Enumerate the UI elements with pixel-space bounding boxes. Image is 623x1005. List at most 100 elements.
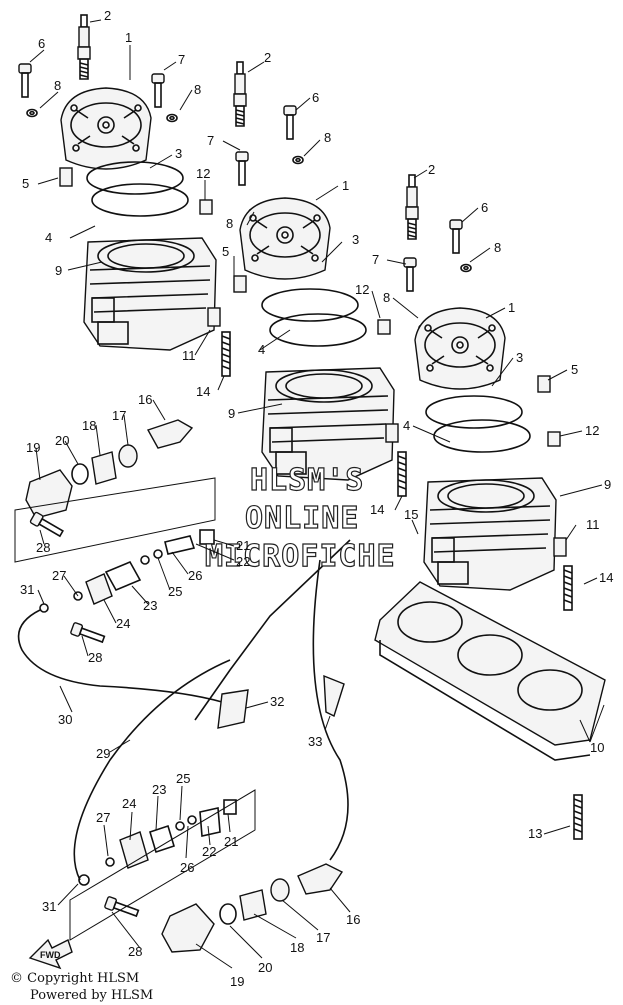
- callout-4: 4: [258, 342, 265, 357]
- callout-23: 23: [143, 598, 157, 613]
- clamp: [39, 603, 49, 613]
- group-outline: [69, 789, 256, 941]
- callout-5: 5: [22, 176, 29, 191]
- callout-9: 9: [604, 477, 611, 492]
- cylinder-head-group-2: [233, 61, 407, 497]
- callout-33: 33: [308, 734, 322, 749]
- callout-26: 26: [180, 860, 194, 875]
- callout-25: 25: [176, 771, 190, 786]
- hose-nipple: [297, 863, 344, 895]
- bolt: [69, 621, 107, 646]
- callout-27: 27: [52, 568, 66, 583]
- spacer: [219, 903, 237, 925]
- callout-27: 27: [96, 810, 110, 825]
- callout-7: 7: [372, 252, 379, 267]
- plug-cap: [199, 199, 213, 215]
- fwd-arrow-icon: FWD: [28, 938, 73, 970]
- head-bolt: [151, 73, 165, 108]
- o-ring: [73, 591, 83, 601]
- callout-13: 13: [528, 826, 542, 841]
- watermark-line1: HLSM'S: [250, 463, 364, 498]
- dowel-pin: [385, 423, 399, 443]
- stud-bolt: [397, 451, 407, 497]
- plug-cap: [547, 431, 561, 447]
- watermark: HLSM'S ONLINE MICROFICHE: [204, 462, 396, 574]
- callout-6: 6: [38, 36, 45, 51]
- head-bolt: [283, 105, 297, 140]
- callout-6: 6: [312, 90, 319, 105]
- dowel-pin: [207, 307, 221, 327]
- callout-26: 26: [188, 568, 202, 583]
- head-gasket: [86, 161, 184, 195]
- washer: [187, 815, 197, 825]
- washer: [166, 113, 178, 123]
- washer: [460, 263, 472, 273]
- callout-9: 9: [228, 406, 235, 421]
- head-bolt: [18, 63, 32, 98]
- callout-21: 21: [224, 834, 238, 849]
- callout-5: 5: [571, 362, 578, 377]
- collar: [118, 444, 138, 468]
- cable: [194, 539, 351, 721]
- watermark-line2: ONLINE: [245, 501, 359, 536]
- callout-9: 9: [55, 263, 62, 278]
- plug-cap: [377, 319, 391, 335]
- callout-12: 12: [585, 423, 599, 438]
- callout-5: 5: [222, 244, 229, 259]
- bracket: [217, 689, 249, 729]
- watermark-line3: MICROFICHE: [205, 539, 396, 574]
- cylinder-head: [239, 197, 331, 280]
- o-ring: [91, 183, 189, 217]
- callout-24: 24: [122, 796, 136, 811]
- callout-22: 22: [236, 554, 250, 569]
- cylinder-head-group-1: [18, 14, 231, 377]
- callout-16: 16: [138, 392, 152, 407]
- bolt: [29, 511, 66, 540]
- head-bolt: [403, 257, 417, 292]
- callout-14: 14: [599, 570, 613, 585]
- dowel-pin: [233, 275, 247, 293]
- callout-18: 18: [82, 418, 96, 433]
- callout-6: 6: [481, 200, 488, 215]
- cylinder-head-group-3: [403, 174, 573, 611]
- callout-20: 20: [55, 433, 69, 448]
- copyright-text: © Copyright HLSM: [10, 971, 140, 986]
- washer: [26, 108, 38, 118]
- leader-lines: [29, 19, 605, 969]
- callout-4: 4: [45, 230, 52, 245]
- callout-31: 31: [42, 899, 56, 914]
- cylinder: [83, 237, 217, 351]
- callout-3: 3: [175, 146, 182, 161]
- callout-30: 30: [58, 712, 72, 727]
- spark-plug: [77, 14, 91, 80]
- callout-17: 17: [316, 930, 330, 945]
- gasket-plate: [91, 451, 117, 485]
- spark-plug: [233, 61, 247, 127]
- washer: [175, 821, 185, 831]
- nut: [223, 799, 237, 815]
- callout-2: 2: [428, 162, 435, 177]
- collar: [270, 878, 290, 902]
- spring: [199, 807, 221, 837]
- callout-14: 14: [196, 384, 210, 399]
- powered-by-text: Powered by HLSM: [30, 988, 154, 1003]
- callout-20: 20: [258, 960, 272, 975]
- stud-bolt: [563, 565, 573, 611]
- gasket-plate: [104, 560, 142, 592]
- washer: [105, 857, 115, 867]
- callout-8: 8: [383, 290, 390, 305]
- cylinder-head: [414, 307, 506, 390]
- callout-1: 1: [508, 300, 515, 315]
- callout-11: 11: [586, 517, 600, 532]
- dowel-pin: [59, 167, 73, 187]
- callout-3: 3: [352, 232, 359, 247]
- upper-fitting-assembly: [14, 419, 351, 729]
- fwd-label: FWD: [40, 950, 61, 960]
- cylinder-head: [60, 87, 152, 170]
- cylinder-base-gasket: [374, 581, 606, 761]
- gasket-plate: [149, 824, 175, 854]
- callout-12: 12: [196, 166, 210, 181]
- lower-fitting-assembly: [69, 559, 349, 953]
- clip: [323, 674, 345, 717]
- callout-8: 8: [494, 240, 501, 255]
